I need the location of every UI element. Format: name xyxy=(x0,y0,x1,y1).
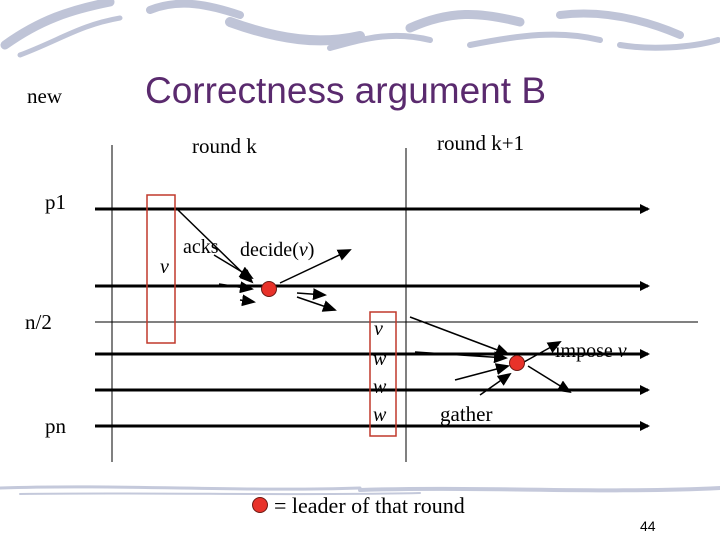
acks-label: acks xyxy=(183,236,219,258)
decide-arrow-down xyxy=(296,296,337,312)
process-label-n-half: n/2 xyxy=(25,310,52,334)
value-label-left: v xyxy=(160,256,169,278)
round-k-label: round k xyxy=(192,134,257,158)
gather-arrow-2 xyxy=(414,351,508,364)
column-value-1: v xyxy=(374,318,383,340)
slide-title: Correctness argument B xyxy=(145,70,547,111)
round-k1-label: round k+1 xyxy=(437,131,525,155)
impose-label: impose v xyxy=(555,340,627,363)
ack-arrow-1 xyxy=(213,254,254,280)
column-value-3: w xyxy=(373,376,387,398)
process-label-p1: p1 xyxy=(45,190,66,214)
ack-arrow-3 xyxy=(239,294,256,307)
impose-prefix: impose xyxy=(555,340,618,362)
impose-arrow-2 xyxy=(527,365,572,394)
column-highlight-box xyxy=(369,311,397,437)
page-number: 44 xyxy=(640,518,656,534)
column-value-4: w xyxy=(373,404,387,426)
header-brush-strokes xyxy=(0,0,720,58)
gather-arrow-4 xyxy=(479,372,512,396)
footer-brush-strokes xyxy=(0,485,720,496)
gather-arrow-1 xyxy=(409,316,510,356)
legend-leader-dot xyxy=(252,497,268,513)
leader-dot-round-k xyxy=(261,281,277,297)
decide-value: v xyxy=(298,239,308,261)
leader-dot-round-k1 xyxy=(509,355,525,371)
gather-arrow-3 xyxy=(454,363,510,381)
slide-tag: new xyxy=(27,84,62,108)
legend-text: = leader of that round xyxy=(274,493,465,518)
process-label-pn: pn xyxy=(45,414,66,438)
decide-label: decide(v) xyxy=(240,239,314,262)
left-highlight-box xyxy=(146,194,176,344)
ack-arrow-2 xyxy=(218,281,254,294)
column-value-2: w xyxy=(373,348,387,370)
decide-suffix: ) xyxy=(307,239,315,261)
decide-prefix: decide( xyxy=(240,239,299,261)
impose-value: v xyxy=(617,340,627,362)
impose-arrow-1 xyxy=(523,341,562,363)
decide-arrow-mid xyxy=(296,288,327,301)
gather-label: gather xyxy=(440,402,493,426)
decide-arrow-up xyxy=(279,249,352,284)
